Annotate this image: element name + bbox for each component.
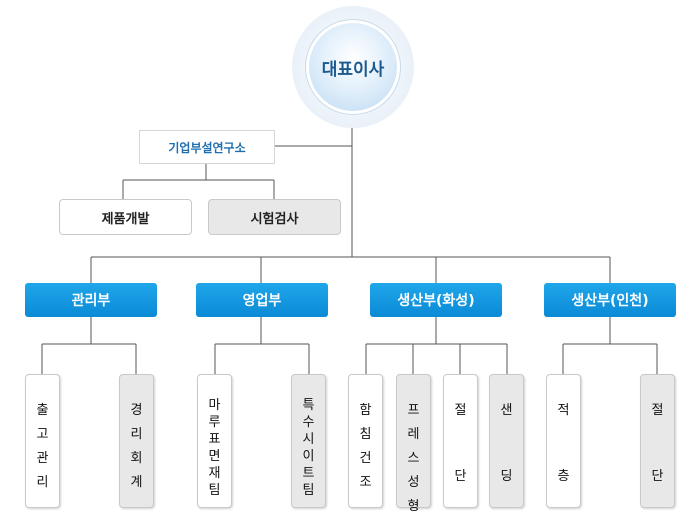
team-label-char: 단 xyxy=(454,469,467,484)
team-box: 출고관리 xyxy=(25,374,60,508)
team-label: 특수시이트팀 xyxy=(302,398,315,498)
team-label-char: 적 xyxy=(557,403,570,418)
team-lines-sales xyxy=(214,317,310,374)
lab-child-testing: 시험검사 xyxy=(208,199,341,235)
ceo-label: 대표이사 xyxy=(321,59,385,80)
department-admin: 관리부 xyxy=(25,283,157,317)
team-label: 출고관리 xyxy=(36,403,49,490)
team-box: 경리회계 xyxy=(119,374,154,508)
team-label: 함침건조 xyxy=(359,403,372,490)
team-lines-admin xyxy=(41,317,137,374)
team-box: 마루표면재팀 xyxy=(197,374,232,508)
team-label-char: 절 xyxy=(454,403,467,418)
team-label-char: 샌 xyxy=(500,403,513,418)
team-label: 프레스성형 xyxy=(407,403,420,514)
department-sales: 영업부 xyxy=(196,283,328,317)
lab-children-lines xyxy=(122,164,275,199)
team-box: 특수시이트팀 xyxy=(291,374,326,508)
department-production-incheon: 생산부(인천) xyxy=(544,283,676,317)
department-label: 생산부(화성) xyxy=(397,293,475,309)
lab-child-product-dev: 제품개발 xyxy=(59,199,192,235)
ceo-node: 대표이사 xyxy=(309,23,397,111)
team-lines-incheon xyxy=(562,317,658,374)
research-lab-node: 기업부설연구소 xyxy=(139,130,275,164)
department-drop-lines xyxy=(90,257,611,283)
department-label: 관리부 xyxy=(71,293,111,309)
research-lab-label: 기업부설연구소 xyxy=(168,140,246,155)
department-production-hwaseong: 생산부(화성) xyxy=(370,283,502,317)
team-label: 마루표면재팀 xyxy=(208,398,221,498)
team-label-char: 딩 xyxy=(500,469,513,484)
department-label: 생산부(인천) xyxy=(571,293,649,309)
team-label-char: 절 xyxy=(651,403,664,418)
team-box: 프레스성형 xyxy=(396,374,431,514)
team-box: 함침건조 xyxy=(348,374,383,508)
team-lines-hwaseong xyxy=(365,317,508,374)
lab-child-label: 시험검사 xyxy=(250,211,299,227)
team-label: 경리회계 xyxy=(130,403,143,490)
team-label-char: 단 xyxy=(651,469,664,484)
team-label-char: 층 xyxy=(557,469,570,484)
department-label: 영업부 xyxy=(242,293,282,309)
lab-child-label: 제품개발 xyxy=(101,211,150,227)
